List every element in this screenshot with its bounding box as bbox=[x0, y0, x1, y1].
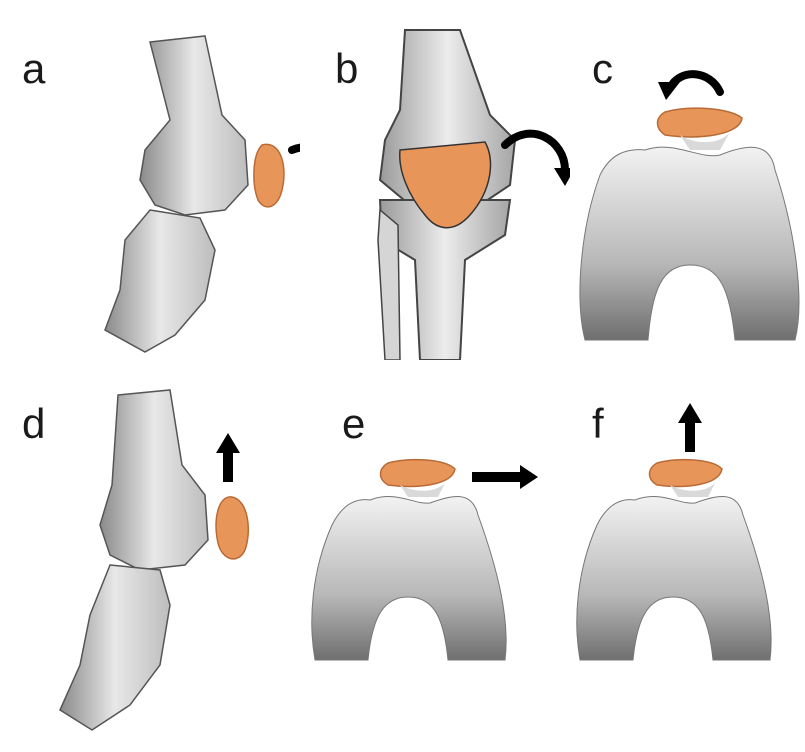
straight-arrow-icon bbox=[678, 403, 702, 452]
tibia bbox=[60, 565, 170, 730]
femoral-condyles bbox=[312, 496, 506, 660]
panel-label-b: b bbox=[335, 48, 358, 90]
panel-c: c bbox=[570, 0, 805, 360]
fibula bbox=[378, 210, 400, 360]
curved-arrow-icon bbox=[505, 134, 570, 186]
femur bbox=[100, 390, 208, 570]
panel-label-d: d bbox=[22, 403, 45, 445]
panel-label-c: c bbox=[592, 48, 613, 90]
panel-label-f: f bbox=[592, 403, 604, 445]
axial-condyles-illustration-f bbox=[570, 365, 805, 752]
panel-label-e: e bbox=[342, 403, 365, 445]
axial-condyles-illustration-e bbox=[300, 365, 570, 752]
panel-f: f bbox=[570, 365, 805, 752]
panel-a: a bbox=[0, 0, 300, 360]
straight-arrow-icon bbox=[472, 465, 538, 489]
patella bbox=[650, 460, 723, 487]
femoral-condyles bbox=[580, 147, 799, 340]
femur bbox=[140, 36, 248, 215]
patella bbox=[658, 108, 743, 137]
patella bbox=[216, 497, 248, 559]
femoral-condyles bbox=[577, 496, 771, 660]
panel-d: d bbox=[0, 365, 300, 752]
tibia bbox=[105, 210, 215, 352]
patella bbox=[254, 144, 284, 207]
panel-label-a: a bbox=[22, 48, 45, 90]
panel-e: e bbox=[300, 365, 570, 752]
straight-arrow-icon bbox=[216, 433, 240, 482]
curved-arrow-icon bbox=[292, 147, 300, 212]
panel-b: b bbox=[300, 0, 570, 360]
curved-arrow-icon bbox=[658, 74, 720, 100]
patella bbox=[381, 460, 456, 487]
